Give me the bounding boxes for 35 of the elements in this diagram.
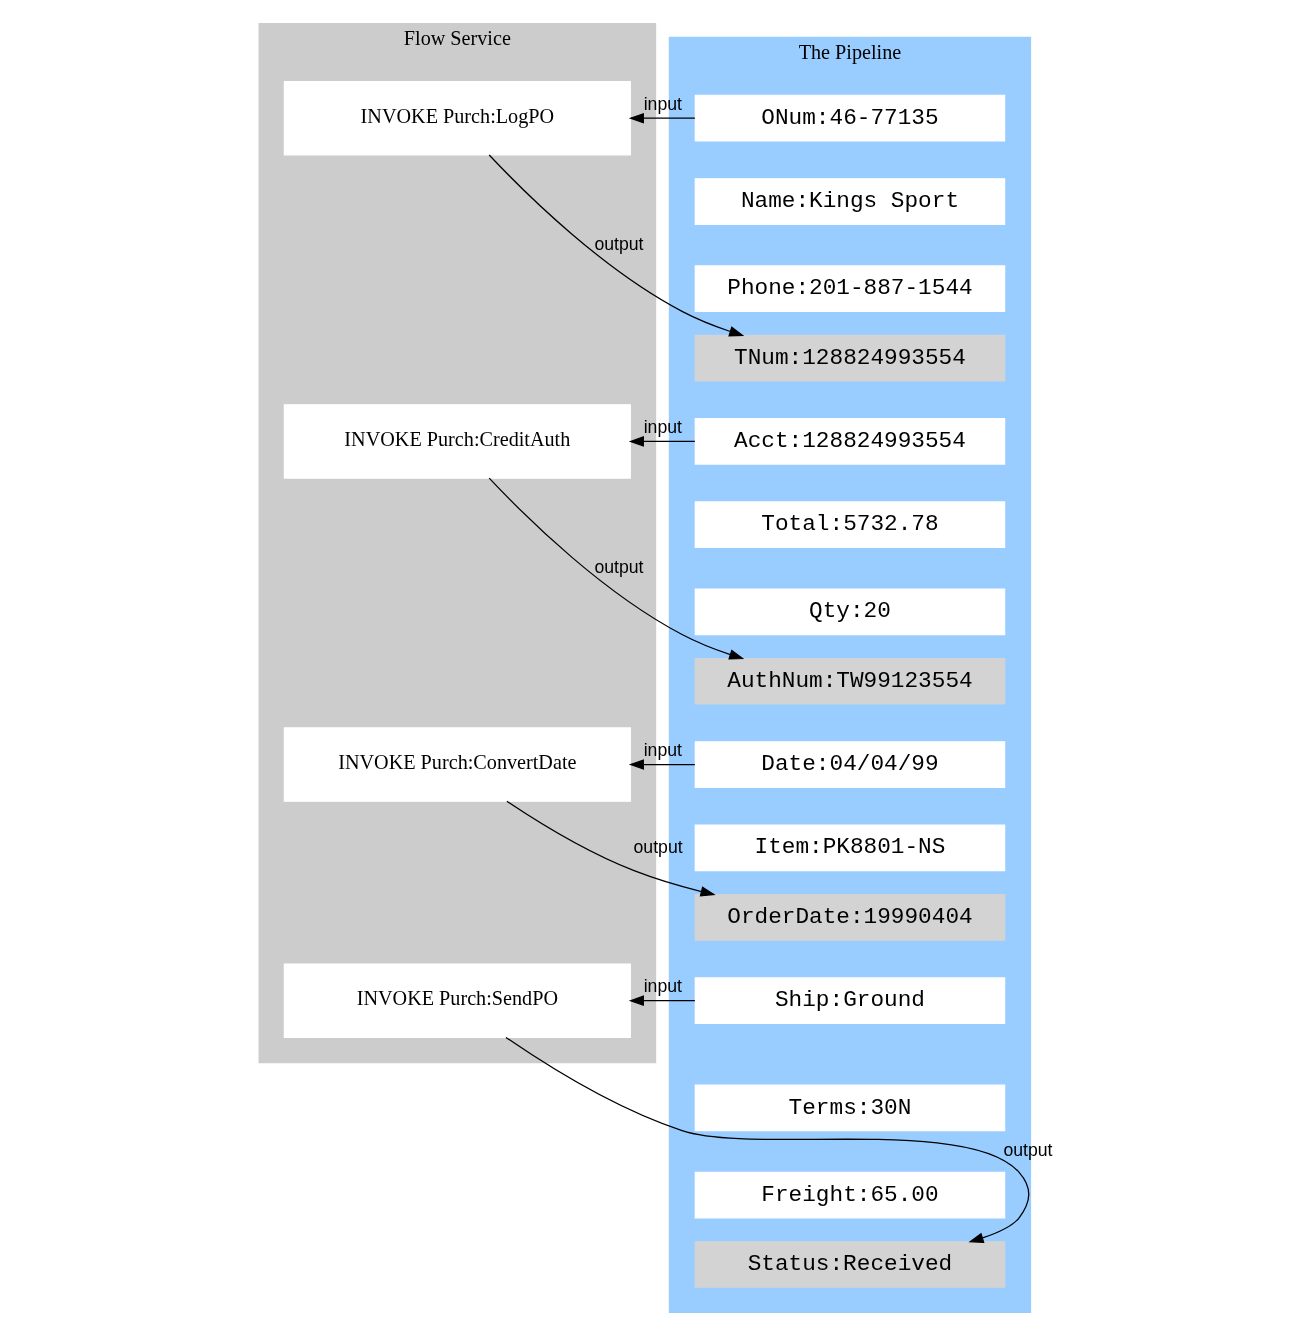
- node-box: ONum:46-77135: [694, 94, 1006, 142]
- node-box: TNum:128824993554: [694, 334, 1006, 382]
- node-box: Name:Kings Sport: [694, 178, 1006, 225]
- node-box: Freight:65.00: [694, 1171, 1006, 1219]
- arrow: [488, 477, 745, 660]
- node-box: AuthNum:TW99123554: [694, 657, 1006, 705]
- arrow: [506, 800, 716, 897]
- edge-label: output: [594, 556, 644, 577]
- node-box: OrderDate:19990404: [694, 893, 1006, 941]
- edge-label: output: [1003, 1140, 1053, 1161]
- arrow: [488, 154, 745, 337]
- edge-label: input: [643, 93, 682, 114]
- node-box: Ship:Ground: [694, 977, 1006, 1024]
- arrow: [628, 112, 696, 124]
- node-box: Total:5732.78: [694, 501, 1006, 549]
- node-box: Phone:201-887-1544: [694, 265, 1006, 312]
- edge-label: input: [643, 976, 682, 997]
- node-box: Status:Received: [694, 1241, 1006, 1288]
- edge-label: input: [643, 416, 682, 437]
- node-box: Date:04/04/99: [694, 741, 1006, 788]
- edge-label: input: [643, 739, 682, 760]
- edge-label: output: [594, 233, 644, 254]
- arrow: [628, 436, 696, 447]
- node-box: INVOKE Purch:CreditAuth: [283, 404, 631, 479]
- edge-label: output: [633, 836, 683, 857]
- arrow: [628, 759, 696, 770]
- node-box: INVOKE Purch:ConvertDate: [283, 727, 631, 802]
- node-box: Terms:30N: [694, 1084, 1006, 1132]
- node-box: INVOKE Purch:LogPO: [283, 80, 631, 156]
- node-box: Acct:128824993554: [694, 418, 1006, 465]
- node-box: Item:PK8801-NS: [694, 824, 1006, 872]
- node-box: Qty:20: [694, 588, 1006, 636]
- arrow: [505, 1036, 1030, 1243]
- arrow: [628, 995, 696, 1006]
- node-box: INVOKE Purch:SendPO: [283, 963, 631, 1038]
